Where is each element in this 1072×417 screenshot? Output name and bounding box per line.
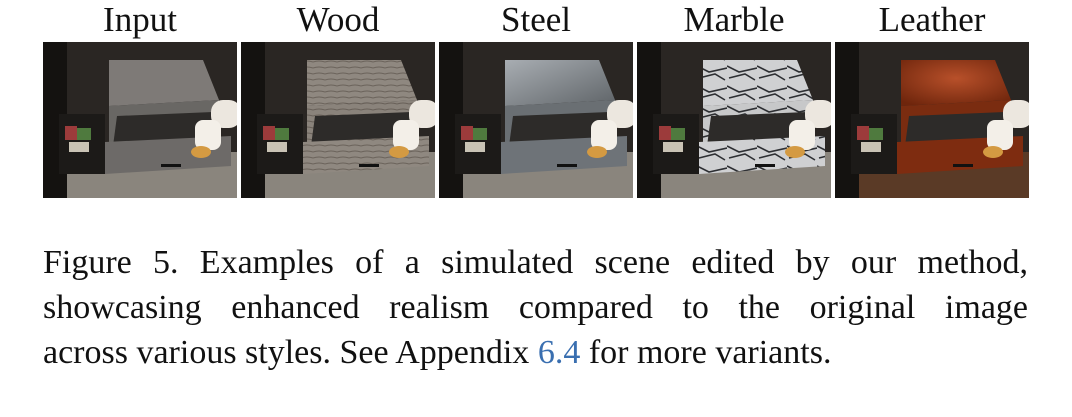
panel-marble <box>637 42 831 198</box>
label-marble: Marble <box>683 0 785 39</box>
panel-wood <box>241 42 435 198</box>
label-wood: Wood <box>296 0 380 39</box>
scene-steel <box>439 42 633 198</box>
label-leather: Leather <box>878 0 986 39</box>
scene-wood <box>241 42 435 198</box>
panel-leather <box>835 42 1029 198</box>
label-steel: Steel <box>501 0 571 39</box>
figure-caption: Figure 5. Examples of a simulated scene … <box>43 240 1028 375</box>
caption-line-3-start: across various styles. See Appendix <box>43 334 538 371</box>
caption-line-3: across various styles. See Appendix 6.4 … <box>43 330 1028 375</box>
panel-input <box>43 42 237 198</box>
caption-line-3-end: for more variants. <box>580 334 832 371</box>
label-input: Input <box>103 0 177 39</box>
panel-steel <box>439 42 633 198</box>
caption-line-1: Figure 5. Examples of a simulated scene … <box>43 244 1028 281</box>
image-row <box>43 42 1031 198</box>
scene-input <box>43 42 237 198</box>
scene-leather <box>835 42 1029 198</box>
column-labels: Input Wood Steel Marble Leather <box>43 0 1031 42</box>
scene-marble <box>637 42 831 198</box>
appendix-link[interactable]: 6.4 <box>537 334 581 371</box>
caption-line-2: showcasing enhanced realism compared to … <box>43 289 1028 326</box>
